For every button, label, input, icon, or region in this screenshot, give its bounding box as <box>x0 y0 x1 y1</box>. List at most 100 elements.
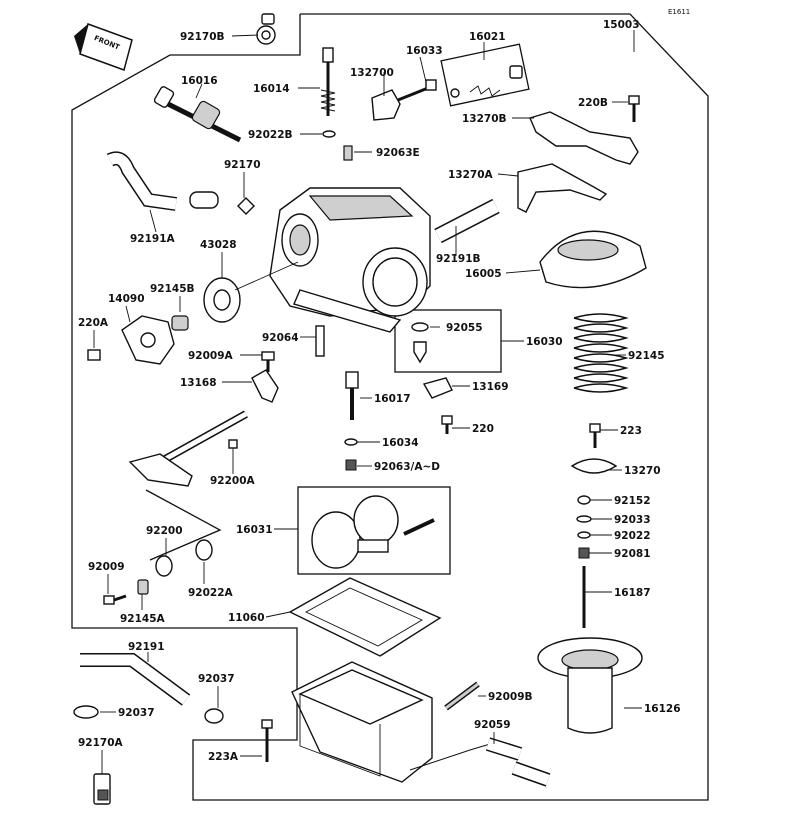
bracket-132700 <box>371 79 437 121</box>
float-16031 <box>311 495 435 569</box>
bracket-13169 <box>422 377 453 399</box>
part-label: 92191A <box>130 233 176 245</box>
part-label: 16017 <box>374 393 411 405</box>
part-label: 11060 <box>228 612 265 624</box>
screw-220b <box>628 95 640 122</box>
screw-223 <box>589 423 601 448</box>
part-label: 92009 <box>88 561 125 573</box>
part-label: 16033 <box>406 45 443 57</box>
part-label: 92063E <box>376 147 420 159</box>
screw-220 <box>441 415 453 434</box>
part-label: 16030 <box>526 336 563 348</box>
part-label: 92009B <box>488 691 533 703</box>
part-label: 132700 <box>350 67 394 79</box>
bracket-13168 <box>251 369 279 403</box>
part-label: 92022A <box>188 587 234 599</box>
clamp-92170b <box>256 13 276 45</box>
part-label: 92145 <box>628 350 665 362</box>
tube-92191b <box>434 198 500 244</box>
leader-lines <box>93 30 642 774</box>
part-label: 92022B <box>248 129 293 141</box>
clamp-92170a <box>93 773 111 805</box>
part-label: 13270 <box>624 465 661 477</box>
lever-13270b <box>529 111 639 165</box>
part-label: 92170A <box>78 737 124 749</box>
part-label: 16031 <box>236 524 273 536</box>
box-16031 <box>297 486 451 575</box>
cover-14090 <box>87 315 189 365</box>
clip-92037-right <box>204 708 224 724</box>
bracket-92200 <box>145 489 222 561</box>
pilot-screw-16021 <box>450 65 523 98</box>
box-16030 <box>394 309 502 373</box>
jet-16017 <box>345 371 359 420</box>
part-label: 16005 <box>465 268 502 280</box>
part-label: 13168 <box>180 377 217 389</box>
plate-13270 <box>570 458 618 474</box>
float-needle <box>413 341 427 364</box>
part-label: 92064 <box>262 332 299 344</box>
ring-16034 <box>344 438 358 446</box>
part-label: 92200 <box>146 525 183 537</box>
top-cover-16005 <box>539 230 647 289</box>
jet-92064 <box>315 325 325 357</box>
part-label: 16021 <box>469 31 506 43</box>
part-label: 220 <box>472 423 494 435</box>
spring-92081 <box>578 547 590 559</box>
part-label: 16187 <box>614 587 651 599</box>
part-label: 13270B <box>462 113 507 125</box>
part-label: 92152 <box>614 495 651 507</box>
part-label: 92145B <box>150 283 195 295</box>
part-label: 92200A <box>210 475 256 487</box>
part-label: 92037 <box>198 673 235 685</box>
part-label: 13270A <box>448 169 494 181</box>
washer-92200 <box>155 555 173 577</box>
screw-92009a <box>261 351 275 372</box>
washer-92022b <box>322 130 336 138</box>
screw-223a <box>261 719 273 762</box>
part-label: 220A <box>78 317 109 329</box>
part-label: 92009A <box>188 350 234 362</box>
part-label: 14090 <box>108 293 145 305</box>
box-16021 <box>440 43 530 107</box>
part-label: 92170B <box>180 31 225 43</box>
part-label: 13169 <box>472 381 509 393</box>
part-label: 16034 <box>382 437 419 449</box>
part-label: 92055 <box>446 322 483 334</box>
part-label: 220B <box>578 97 608 109</box>
part-label: 92191B <box>436 253 481 265</box>
o-ring-92055 <box>411 322 429 332</box>
spring-92145 <box>573 313 629 393</box>
part-label: 92063/A~D <box>374 461 440 473</box>
washer-92022 <box>577 531 591 539</box>
part-label: 92059 <box>474 719 511 731</box>
jet-92063 <box>345 459 357 471</box>
part-label: 223 <box>620 425 642 437</box>
drain-line <box>409 743 491 771</box>
part-label: 16016 <box>181 75 218 87</box>
washer-92152 <box>577 495 591 505</box>
float-bowl <box>291 661 433 783</box>
choke-plunger-16016 <box>153 86 242 143</box>
screw-16014 <box>320 47 336 116</box>
part-label: 92081 <box>614 548 651 560</box>
part-label: 223A <box>208 751 239 763</box>
clip-92037-left <box>73 705 99 719</box>
piston-16126 <box>537 637 643 734</box>
part-label: 15003 <box>603 19 640 31</box>
spring-92145a <box>137 579 149 595</box>
part-labels: 15003 92170B 16016 16014 132700 16033 16… <box>78 19 681 763</box>
clip-92170 <box>237 197 255 215</box>
part-label: 92170 <box>224 159 261 171</box>
part-label: 92145A <box>120 613 166 625</box>
diaphragm-43028 <box>203 261 299 323</box>
part-label: 92022 <box>614 530 651 542</box>
part-label: 92191 <box>128 641 165 653</box>
carburetor-body <box>269 187 431 333</box>
screw-92009 <box>103 594 127 605</box>
bracket-13270a <box>517 163 608 213</box>
gasket-11060 <box>288 577 442 657</box>
jet-92063e <box>343 145 353 161</box>
